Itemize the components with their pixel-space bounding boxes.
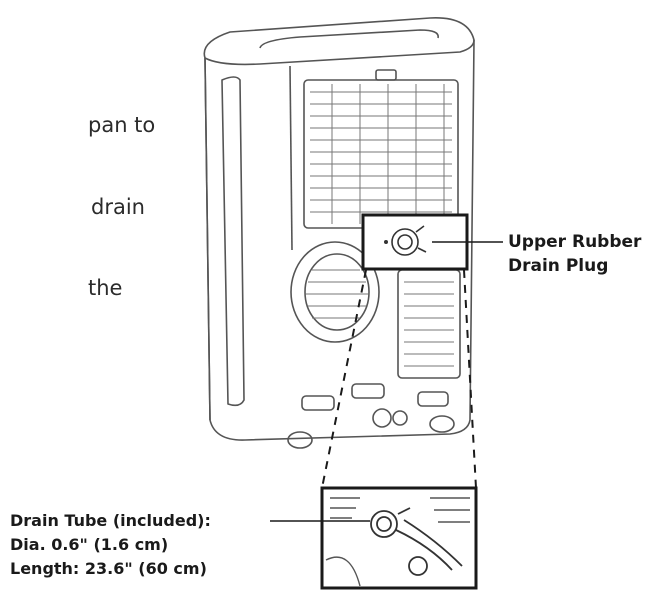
unit-top-face [204, 39, 475, 66]
detail-grille [330, 497, 360, 519]
drain-tube-label-line-1: Drain Tube (included): [10, 511, 211, 530]
upper-rubber-drain-plug-label: Upper Rubber Drain Plug [508, 230, 641, 278]
detail-box [320, 486, 478, 590]
caster-left [287, 431, 313, 449]
body-text-line-3: the [88, 276, 123, 300]
body-text-line-2: drain [91, 195, 145, 219]
unit-top-handle [259, 29, 439, 49]
upper-plug-label-line-2: Drain Plug [508, 256, 609, 276]
grille-logo-slot [375, 69, 397, 81]
bottom-vent-far [417, 391, 449, 407]
zoom-line-right [463, 269, 477, 489]
lower-grille [397, 269, 461, 379]
detail-drain-tube [395, 519, 463, 571]
detail-port-edge [325, 556, 361, 587]
zoom-line-left [321, 269, 367, 489]
upper-plug-label-line-1: Upper Rubber [508, 232, 642, 252]
exhaust-port-inner [304, 253, 370, 331]
lower-drain-fitting-2 [392, 410, 408, 426]
side-grip [221, 76, 245, 407]
lower-drain-fitting [372, 408, 392, 428]
body-text-line-1: pan to [88, 113, 156, 137]
drain-tube-label: Drain Tube (included): Dia. 0.6" (1.6 cm… [10, 509, 211, 581]
unit-body-outline [203, 17, 475, 441]
upper-grille [303, 79, 459, 229]
detail-plug-outer [370, 510, 398, 538]
exhaust-port [290, 241, 380, 343]
upper-plug-inner [397, 234, 413, 250]
upper-plug-outer [391, 228, 419, 256]
bottom-vent-right [351, 383, 385, 399]
bottom-vent-left [301, 395, 335, 411]
caster-right [429, 415, 455, 433]
drain-tube-label-line-2: Dia. 0.6" (1.6 cm) [10, 535, 169, 554]
unit-side-edge [204, 57, 211, 421]
detail-tube-cap [408, 556, 428, 576]
drain-tube-label-line-3: Length: 23.6" (60 cm) [10, 559, 207, 578]
unit-back-edge [289, 65, 293, 251]
detail-plug-inner [376, 516, 392, 532]
